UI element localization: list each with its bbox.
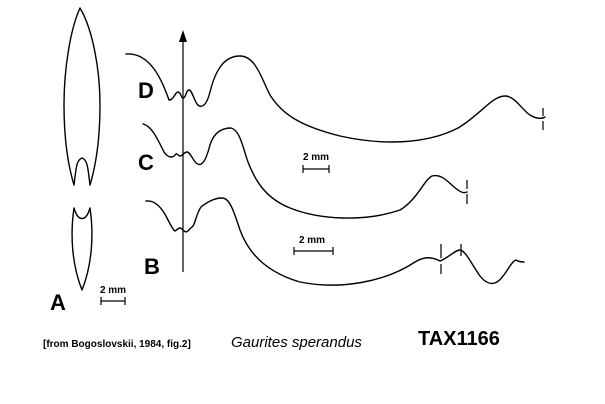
panel-label-a: A [50,290,66,315]
suture-line-b [145,197,525,286]
scale-bar-c-label: 2 mm [303,152,329,163]
panel-label-b: B [144,254,160,279]
scale-bar-b [293,247,334,255]
species-name: Gaurites sperandus [231,334,362,351]
suture-line-d [125,53,546,143]
scale-bar-a [100,297,126,305]
axis-arrowhead [179,30,187,42]
scale-bar-a-label: 2 mm [100,285,126,296]
suture-line-c [142,123,468,219]
scale-bar-b-label: 2 mm [299,235,325,246]
citation: [from Bogoslovskii, 1984, fig.2] [43,339,191,350]
panel-label-d: D [138,78,154,103]
panel-label-c: C [138,150,154,175]
taxon-id: TAX1166 [418,328,500,350]
shell-outline-lower [71,207,93,291]
shell-outline-upper [63,7,101,186]
scale-bar-c [302,165,330,173]
